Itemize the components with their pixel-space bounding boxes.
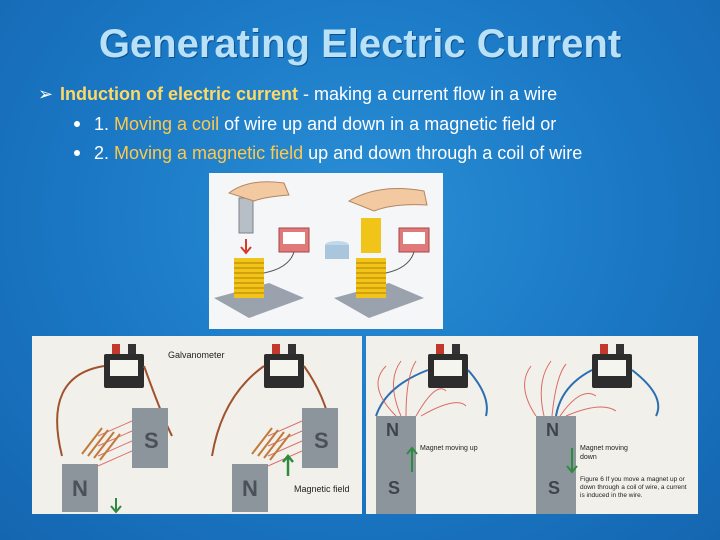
sub-bullet-1-highlight: Moving a coil <box>114 114 220 134</box>
dot-bullet-icon <box>74 150 80 156</box>
bullet-text: - making a current flow in a wire <box>298 84 558 104</box>
svg-text:S: S <box>314 428 329 453</box>
coil-right <box>356 218 386 298</box>
magnet-moving-down-label: Magnet moving down <box>580 445 628 461</box>
sub-bullet-2-highlight: Moving a magnetic field <box>114 143 304 163</box>
svg-text:S: S <box>388 478 400 498</box>
coil-magnet-illustration <box>209 173 443 329</box>
magnet-moving-up-label: Magnet moving up <box>420 445 478 452</box>
sub-bullet-2: 2. Moving a magnetic field up and down t… <box>74 143 582 164</box>
dot-bullet-icon <box>74 121 80 127</box>
galvanometer-left <box>428 344 468 388</box>
svg-text:N: N <box>72 476 88 501</box>
galvanometer-right <box>264 344 304 388</box>
svg-text:N: N <box>386 420 399 440</box>
svg-text:N: N <box>546 420 559 440</box>
svg-text:S: S <box>144 428 159 453</box>
coil-left <box>234 258 264 298</box>
svg-text:S: S <box>548 478 560 498</box>
bar-magnet-illustration: N S N S Magnet moving up Magnet moving d… <box>366 336 698 514</box>
bullet-bold-term: Induction of electric current <box>60 84 299 104</box>
galvanometer-field-illustration: Galvanometer S N S N Magnetic <box>32 336 362 514</box>
figure-caption: Figure 6 If you move a magnet up or down… <box>580 476 687 499</box>
galvanometer-right <box>592 344 632 388</box>
svg-text:N: N <box>242 476 258 501</box>
arrow-bullet-icon: ➢ <box>38 84 54 104</box>
sub-bullet-1: 1. Moving a coil of wire up and down in … <box>74 114 556 135</box>
slide-title: Generating Electric Current <box>98 22 622 66</box>
magnetic-field-label: Magnetic field <box>294 484 350 494</box>
galvanometer-label: Galvanometer <box>168 350 225 360</box>
main-bullet: ➢ Induction of electric current - making … <box>38 84 557 105</box>
galvanometer-left <box>104 344 144 388</box>
